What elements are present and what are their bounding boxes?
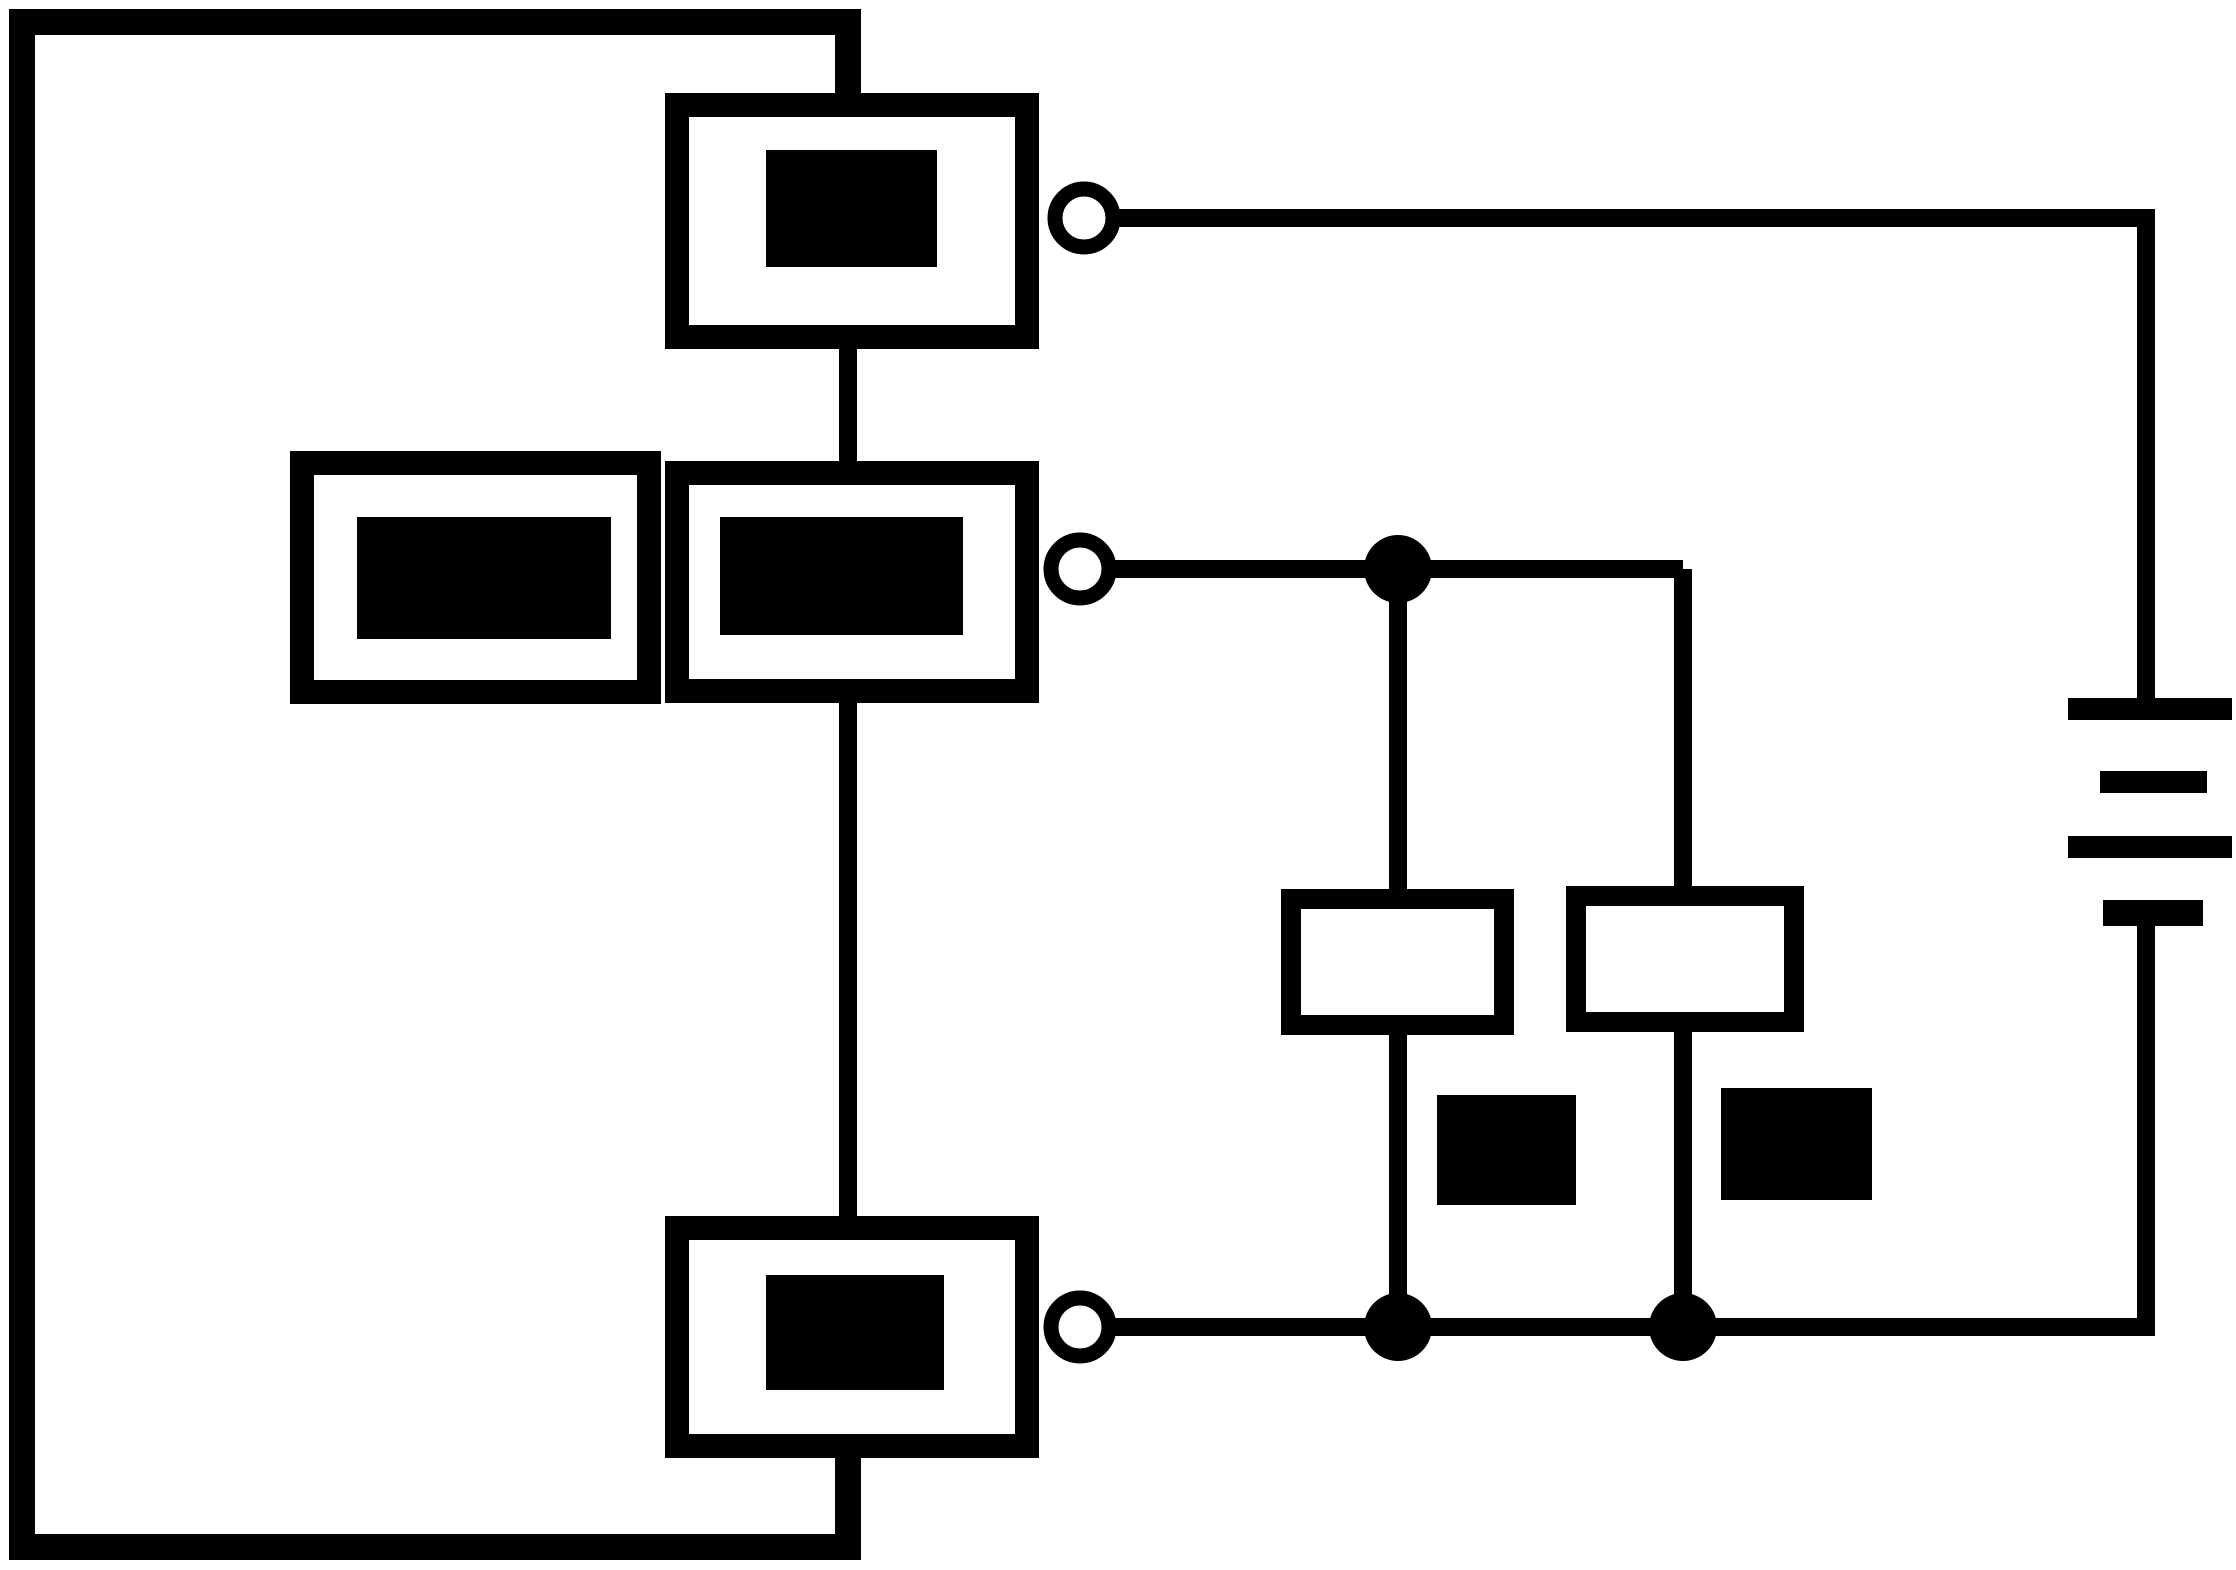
left-component-redacted-label [357,517,611,639]
left-resistor-box [1281,889,1514,1035]
top-component-box [665,93,1039,349]
outer-loop-wire [9,9,861,1560]
left-component-box [290,451,661,704]
top-component-frame [665,93,1039,349]
right-resistor-box [1566,886,1804,1032]
junction-dot-icon [1364,1293,1432,1361]
bottom-component-redacted-label [766,1275,944,1390]
junction-dot-icon [1364,535,1432,603]
junction-dot-icon [1649,1293,1717,1361]
battery-symbol-icon [2068,698,2232,926]
middle-component-box [665,461,1039,703]
top-component-redacted-label [766,150,937,267]
bottom-wire [1102,918,2155,1336]
middle-component-redacted-label [720,517,963,635]
top-terminal-node-icon [1047,181,1121,255]
middle-terminal-node-icon [1043,532,1117,606]
right-resistor-redacted-label [1721,1088,1872,1200]
left-resistor-redacted-label [1437,1095,1576,1205]
bottom-terminal-node-icon [1043,1290,1117,1364]
top-wire [1106,209,2155,702]
bottom-component-box [665,1216,1039,1458]
